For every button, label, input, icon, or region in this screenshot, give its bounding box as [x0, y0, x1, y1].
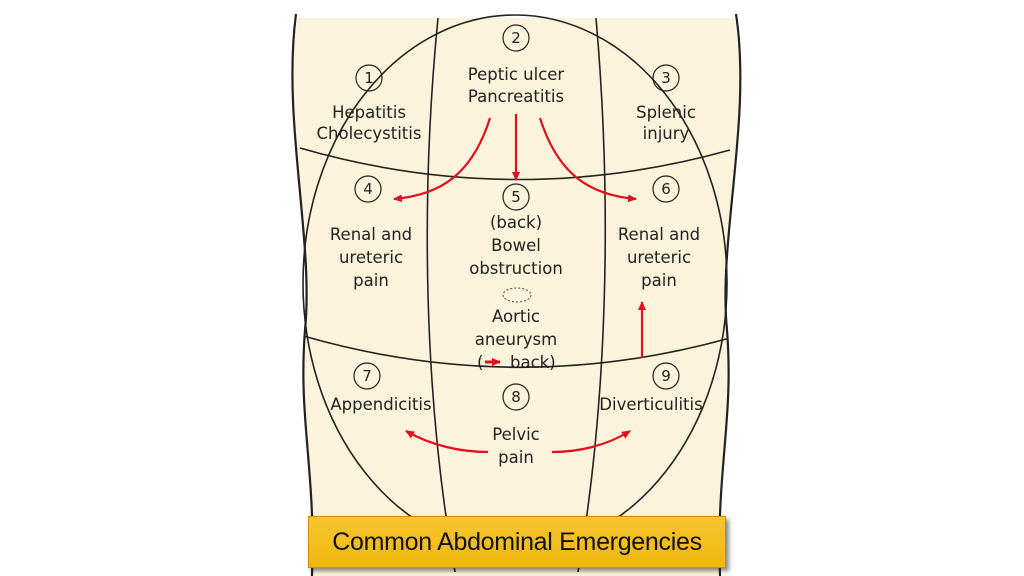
region-7-label: Appendicitis [330, 395, 431, 414]
region-4-number: 4 [354, 175, 382, 203]
caption-banner: Common Abdominal Emergencies [308, 516, 726, 568]
region-6-label-line3: pain [641, 271, 677, 290]
arrow-to-region-7 [405, 430, 489, 454]
svg-text:1: 1 [364, 69, 374, 87]
region-5-label-line3: obstruction [469, 259, 563, 278]
region-8-label-line1: Pelvic [492, 425, 540, 444]
region-4-label-line2: ureteric [339, 248, 403, 267]
region-2-label-line2: Pancreatitis [468, 87, 564, 106]
svg-text:8: 8 [511, 388, 521, 406]
region-5-label-line2: Bowel [491, 236, 541, 255]
region-9-number: 9 [652, 362, 680, 390]
region-6-label-line2: ureteric [627, 248, 691, 267]
aortic-back-label: back) [510, 353, 556, 372]
aortic-label-line1: Aortic [492, 307, 540, 326]
region-4-label-line3: pain [353, 271, 389, 290]
region-8-number: 8 [502, 383, 530, 411]
region-7-number: 7 [353, 362, 381, 390]
region-3-number: 3 [652, 64, 680, 92]
region-5-label-line1: (back) [490, 213, 542, 232]
aorta-dashed-icon [502, 287, 532, 303]
arrow-to-region-6 [538, 117, 637, 203]
left-vertical-line [426, 18, 456, 573]
svg-text:3: 3 [661, 69, 671, 87]
svg-text:5: 5 [511, 188, 521, 206]
region-3-label-line2: injury [643, 124, 690, 143]
right-vertical-line [577, 18, 607, 573]
arrow-to-region-9 [551, 430, 631, 454]
lower-horizontal-line [299, 334, 731, 369]
region-4-label-line1: Renal and [330, 225, 412, 244]
torso-right-outline [718, 13, 742, 576]
region-3-label-line1: Splenic [636, 103, 696, 122]
region-1-label-line1: Hepatitis [332, 103, 406, 122]
region-6-number: 6 [652, 175, 680, 203]
region-9-label: Diverticulitis [599, 395, 702, 414]
region-5-number: 5 [502, 183, 530, 211]
svg-text:7: 7 [362, 367, 372, 385]
aortic-paren-open: ( [477, 353, 483, 372]
region-2-label-line1: Peptic ulcer [468, 65, 565, 84]
region-1-number: 1 [355, 64, 383, 92]
svg-text:6: 6 [661, 180, 671, 198]
svg-text:4: 4 [363, 180, 373, 198]
region-1-label-line2: Cholecystitis [317, 124, 422, 143]
region-8-label-line2: pain [498, 448, 534, 467]
aortic-label-line2: aneurysm [475, 330, 557, 349]
region-2-number: 2 [502, 24, 530, 52]
svg-text:9: 9 [661, 367, 671, 385]
region-6-label-line1: Renal and [618, 225, 700, 244]
torso-left-outline [291, 13, 314, 576]
arrow-to-region-4 [393, 117, 492, 203]
svg-text:2: 2 [511, 29, 521, 47]
